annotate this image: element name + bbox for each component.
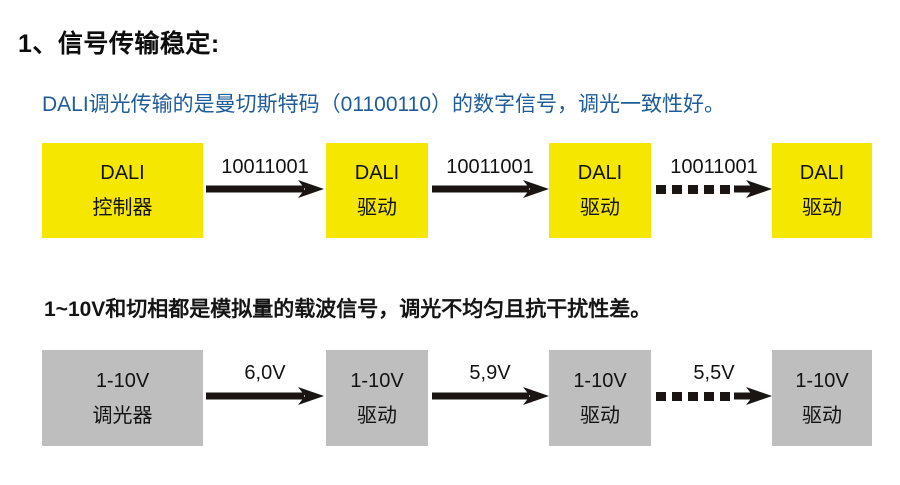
dali-node-1-line2: 控制器 <box>92 197 153 219</box>
dali-node-4-line1: DALI <box>799 162 845 184</box>
analog-arrow-2-label: 5,9V <box>469 362 511 384</box>
dali-node-1-line1: DALI <box>100 162 145 184</box>
analog-node-1-line2: 调光器 <box>92 404 153 427</box>
analog-node-1: 1-10V 调光器 <box>42 350 203 446</box>
dali-node-3-line2: 驱动 <box>580 197 620 219</box>
analog-arrow-3-dashed <box>656 384 772 408</box>
analog-node-3-line1: 1-10V <box>573 369 627 392</box>
dali-node-3: DALI 驱动 <box>549 143 651 238</box>
analog-node-3-line2: 驱动 <box>580 404 620 427</box>
dali-node-3-line1: DALI <box>577 162 623 184</box>
analog-arrow-3-label: 5,5V <box>693 362 735 384</box>
dali-node-2: DALI 驱动 <box>326 143 428 238</box>
analog-node-1-line1: 1-10V <box>95 369 150 392</box>
analog-arrow-1-label: 6,0V <box>244 362 286 384</box>
dali-node-2-line1: DALI <box>354 162 400 184</box>
dali-arrow-3-label: 10011001 <box>670 156 758 178</box>
analog-node-4-line1: 1-10V <box>795 369 849 392</box>
dali-arrow-1 <box>206 177 324 201</box>
analog-node-2: 1-10V 驱动 <box>326 350 428 446</box>
page-title: 1、信号传输稳定: <box>18 30 220 58</box>
dali-node-2-line2: 驱动 <box>357 197 397 219</box>
analog-arrow-1 <box>206 384 324 408</box>
analog-node-3: 1-10V 驱动 <box>549 350 651 446</box>
dali-description-text: DALI调光传输的是曼切斯特码（01100110）的数字信号，调光一致性好。 <box>42 93 726 116</box>
dali-arrow-3-dashed <box>656 177 772 201</box>
dali-node-4: DALI 驱动 <box>772 143 872 238</box>
dali-arrow-2-label: 10011001 <box>446 156 534 178</box>
analog-node-2-line1: 1-10V <box>350 369 404 392</box>
dali-node-1: DALI 控制器 <box>42 143 203 238</box>
analog-node-2-line2: 驱动 <box>357 404 397 427</box>
dali-node-4-line2: 驱动 <box>802 197 842 219</box>
dali-arrow-1-label: 10011001 <box>221 156 309 178</box>
analog-arrow-2 <box>432 384 549 408</box>
dali-arrow-2 <box>432 177 549 201</box>
analog-node-4: 1-10V 驱动 <box>772 350 872 446</box>
analog-node-4-line2: 驱动 <box>802 404 842 427</box>
analog-description-text: 1~10V和切相都是模拟量的载波信号，调光不均匀且抗干扰性差。 <box>44 298 652 321</box>
